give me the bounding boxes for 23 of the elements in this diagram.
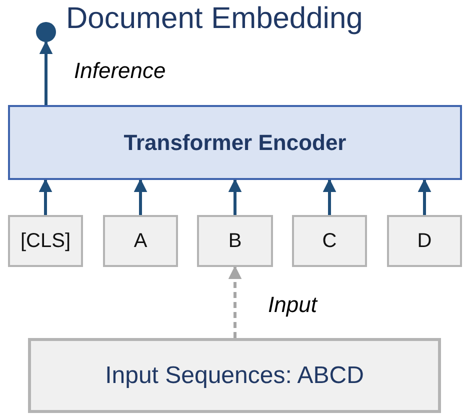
node-label: Input Sequences: ABCD xyxy=(105,362,364,390)
arrow xyxy=(322,178,336,215)
arrow xyxy=(38,178,52,215)
node-label: C xyxy=(322,230,337,252)
node-label: Transformer Encoder xyxy=(124,130,346,156)
arrow xyxy=(134,178,148,215)
output-dot xyxy=(36,22,56,42)
arrow xyxy=(228,178,242,215)
node-label: D xyxy=(417,230,432,252)
node-label: A xyxy=(134,230,148,252)
token-box xyxy=(8,215,83,267)
token-box xyxy=(197,215,273,267)
encoder-box xyxy=(8,105,462,180)
token-box xyxy=(103,215,178,267)
arrow xyxy=(39,40,53,105)
node-label: B xyxy=(228,230,242,252)
node-label: [CLS] xyxy=(20,230,71,252)
token-box xyxy=(292,215,367,267)
input-box xyxy=(28,338,441,413)
token-box xyxy=(387,215,462,267)
output-label: Document Embedding xyxy=(66,2,363,36)
dashed-arrow xyxy=(228,266,242,338)
arrow xyxy=(418,178,432,215)
